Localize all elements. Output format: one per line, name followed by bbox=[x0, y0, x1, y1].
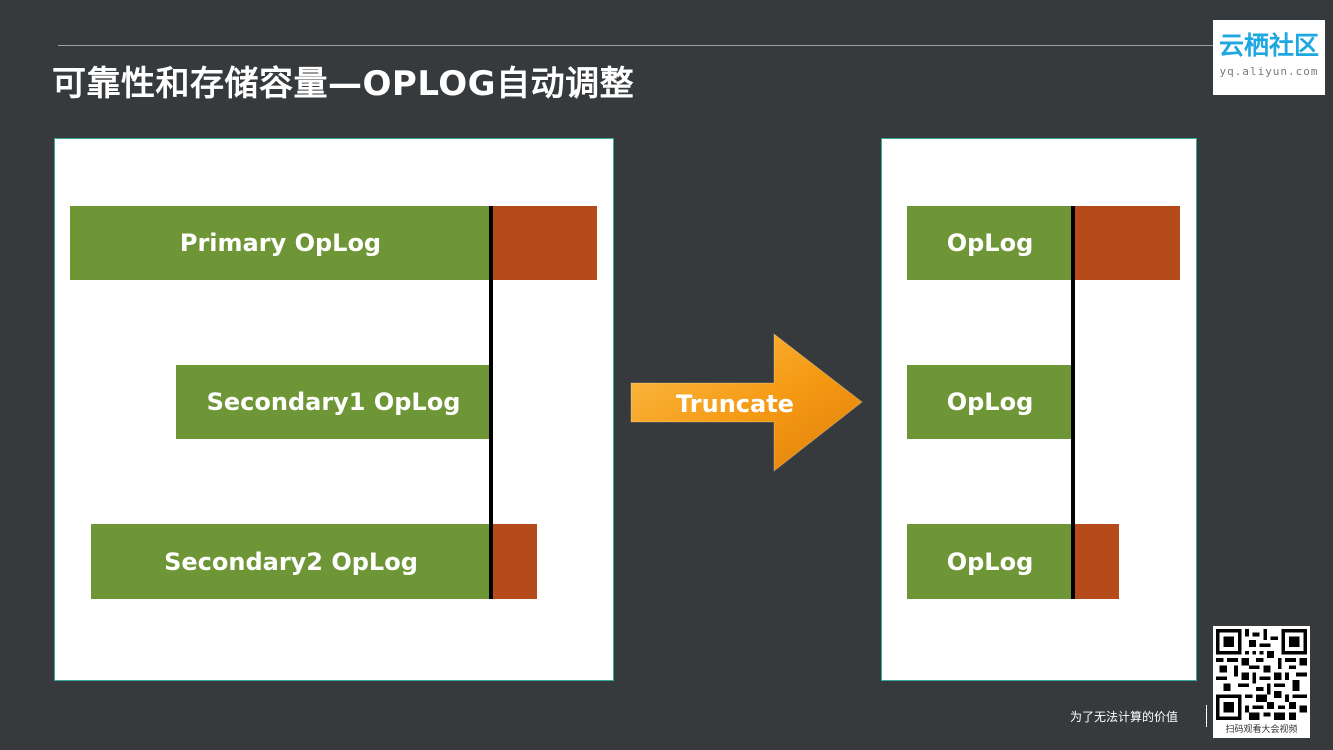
logo-url: yq.aliyun.com bbox=[1219, 65, 1319, 78]
footer-divider bbox=[1206, 705, 1207, 727]
after-overflow-segment-3 bbox=[1073, 524, 1119, 599]
qr-code-icon bbox=[1216, 629, 1307, 720]
truncate-label: Truncate bbox=[676, 390, 794, 418]
header-rule bbox=[58, 45, 1218, 46]
qr-caption: 扫码观看大会视频 bbox=[1225, 725, 1298, 735]
truncate-arrow bbox=[630, 333, 863, 473]
logo-name: 云栖社区 bbox=[1218, 31, 1319, 60]
secondary1-oplog-bar: Secondary1 OpLog bbox=[176, 365, 491, 439]
primary-overflow-segment bbox=[491, 206, 597, 280]
after-oplog-bar-2: OpLog bbox=[907, 365, 1073, 439]
after-oplog-bar-1: OpLog bbox=[907, 206, 1073, 280]
footer-slogan: 为了无法计算的价值 bbox=[1070, 710, 1179, 724]
primary-oplog-bar: Primary OpLog bbox=[70, 206, 491, 280]
secondary2-oplog-bar: Secondary2 OpLog bbox=[91, 524, 491, 599]
qr-code: 扫码观看大会视频 bbox=[1213, 626, 1310, 738]
secondary2-overflow-segment bbox=[491, 524, 537, 599]
page-title: 可靠性和存储容量—OPLOG自动调整 bbox=[52, 64, 635, 104]
logo: 云栖社区 yq.aliyun.com bbox=[1213, 20, 1325, 95]
after-oplog-bar-3: OpLog bbox=[907, 524, 1073, 599]
after-cutoff-line bbox=[1071, 206, 1075, 599]
after-overflow-segment-1 bbox=[1073, 206, 1180, 280]
before-cutoff-line bbox=[489, 206, 493, 599]
